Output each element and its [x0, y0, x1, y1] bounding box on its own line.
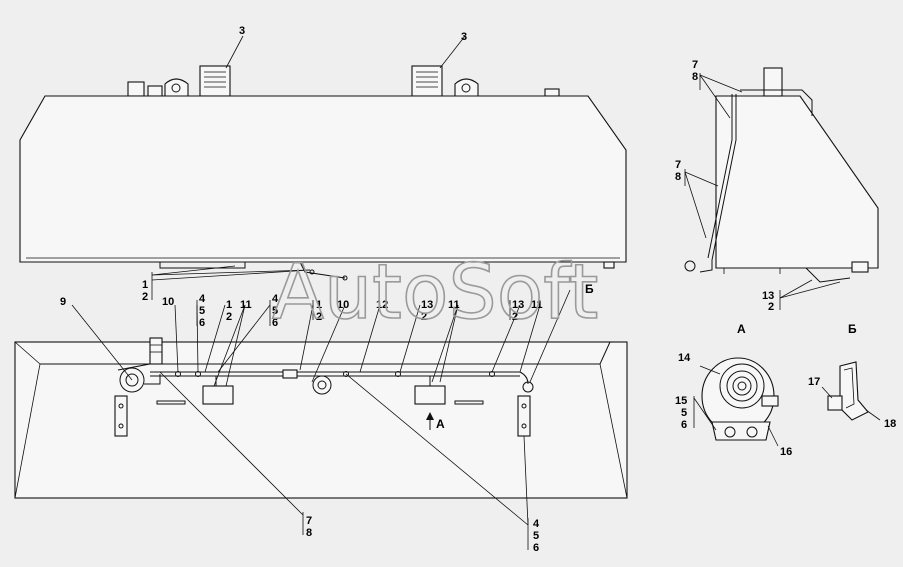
- callout-13: 13: [421, 299, 433, 311]
- bracket-right: [517, 395, 531, 437]
- arrow-a-label: А: [436, 417, 445, 431]
- tank-plan-outline: [14, 341, 628, 499]
- callout-6: 6: [199, 317, 205, 329]
- callout-8: 8: [675, 171, 681, 183]
- filter-left: [119, 367, 145, 393]
- callout-3: 3: [461, 31, 467, 43]
- detail-view-a: [693, 357, 779, 447]
- callout-7: 7: [692, 59, 698, 71]
- bracket-left: [114, 395, 128, 437]
- callout-1: 1: [142, 279, 148, 291]
- callout-11: 11: [240, 299, 252, 311]
- callout-6: 6: [533, 542, 539, 554]
- callout-2: 2: [421, 311, 427, 323]
- lifting-eye-left: [164, 78, 189, 97]
- callout-2: 2: [226, 311, 232, 323]
- callout-4: 4: [199, 293, 206, 305]
- drain-fitting: [839, 361, 869, 421]
- callout-13: 13: [762, 290, 774, 302]
- callout-12: 12: [376, 299, 388, 311]
- tank-plan-view: [14, 289, 628, 550]
- callout-16: 16: [780, 446, 792, 458]
- callout-6: 6: [681, 419, 687, 431]
- view-b-title: Б: [848, 322, 857, 336]
- callout-6: 6: [272, 317, 278, 329]
- callout-3: 3: [239, 25, 245, 37]
- callout-7: 7: [306, 515, 312, 527]
- callout-8: 8: [692, 71, 698, 83]
- callout-2: 2: [768, 301, 774, 313]
- fuel-filter-2: [414, 385, 446, 405]
- callout-labels: 3 3 1 2 9 10 4 5 6 1 2 11 4 5 6 1 2 10 1…: [60, 25, 896, 554]
- callout-10: 10: [162, 296, 174, 308]
- drain-valve: [522, 381, 534, 393]
- lifting-eye-right: [454, 78, 479, 97]
- mount-block-left: [199, 65, 231, 97]
- tank-side-view: [19, 35, 627, 300]
- detail-view-b: [821, 361, 881, 421]
- callout-1: 1: [316, 299, 322, 311]
- callout-11: 11: [531, 299, 543, 311]
- callout-2: 2: [512, 311, 518, 323]
- callout-8: 8: [306, 527, 312, 539]
- callout-7: 7: [675, 159, 681, 171]
- watermark: AutoSoft: [272, 247, 598, 336]
- fuel-tank-body: [19, 95, 627, 263]
- callout-10: 10: [337, 299, 349, 311]
- callout-4: 4: [533, 518, 540, 530]
- callout-14: 14: [678, 352, 691, 364]
- fuel-filter-1: [202, 385, 234, 405]
- leader-9: [71, 304, 133, 381]
- mount-block-right: [411, 65, 443, 97]
- callout-5: 5: [272, 305, 278, 317]
- callout-5: 5: [533, 530, 539, 542]
- callout-17: 17: [808, 376, 820, 388]
- tank-end-view: [684, 67, 879, 310]
- callout-5: 5: [681, 407, 687, 419]
- callout-15: 15: [675, 395, 687, 407]
- callout-5: 5: [199, 305, 205, 317]
- view-a-title: А: [737, 322, 746, 336]
- callout-13: 13: [512, 299, 524, 311]
- callout-18: 18: [884, 418, 896, 430]
- fuel-gauge-sender: [312, 375, 332, 395]
- tank-end-body: [715, 95, 879, 269]
- callout-2: 2: [316, 311, 322, 323]
- callout-11: 11: [448, 299, 460, 311]
- arrow-b-label: Б: [585, 282, 594, 296]
- callout-2: 2: [142, 291, 148, 303]
- callout-9: 9: [60, 296, 66, 308]
- callout-4: 4: [272, 293, 279, 305]
- callout-1: 1: [226, 299, 232, 311]
